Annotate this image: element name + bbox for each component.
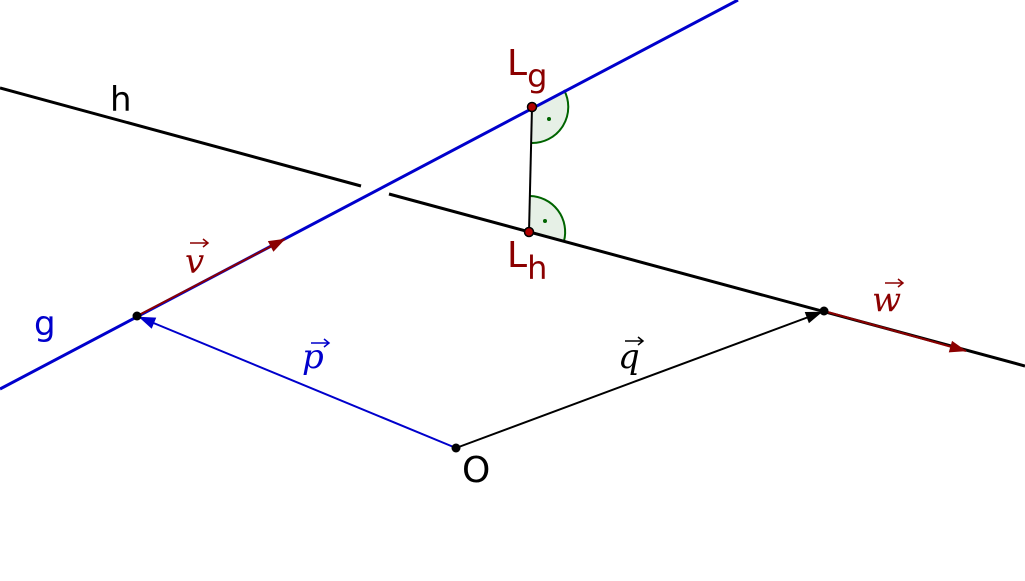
vector-arrow-icon: [190, 238, 210, 248]
point-start-w[interactable]: [819, 306, 829, 316]
svg-text:p: p: [302, 337, 324, 377]
label-vector-w: w: [872, 278, 905, 320]
label-Lh: Lh: [507, 235, 547, 287]
line-h-left: [0, 86, 362, 188]
right-angle-arc-h: [529, 195, 567, 242]
label-g: g: [34, 304, 56, 344]
vector-w: [823, 310, 967, 353]
vector-arrow-icon: [885, 278, 905, 288]
point-Lh[interactable]: [523, 226, 535, 238]
point-Lg[interactable]: [526, 101, 538, 113]
svg-text:w: w: [872, 280, 901, 320]
vector-p: [138, 316, 457, 449]
right-angle-dot-g: [547, 117, 551, 121]
segment-Lg-Lh: [528, 106, 533, 233]
label-h: h: [110, 80, 132, 120]
right-angle-arc-g: [531, 89, 570, 145]
vector-v: [136, 238, 286, 317]
point-origin[interactable]: [451, 443, 461, 453]
right-angle-marker-h: [529, 196, 566, 241]
label-vector-q: q: [618, 336, 645, 377]
vector-q: [455, 311, 823, 449]
label-vector-v: v: [185, 238, 210, 282]
label-O: O: [462, 450, 490, 491]
vector-arrow-icon: [311, 338, 331, 348]
label-vector-p: p: [302, 337, 331, 377]
right-angle-dot-h: [543, 219, 547, 223]
point-start-v[interactable]: [132, 311, 142, 321]
svg-text:q: q: [618, 337, 640, 377]
line-g: [0, 0, 739, 391]
label-Lg: Lg: [507, 43, 547, 95]
vector-arrow-icon: [625, 336, 645, 346]
svg-text:v: v: [185, 242, 204, 282]
